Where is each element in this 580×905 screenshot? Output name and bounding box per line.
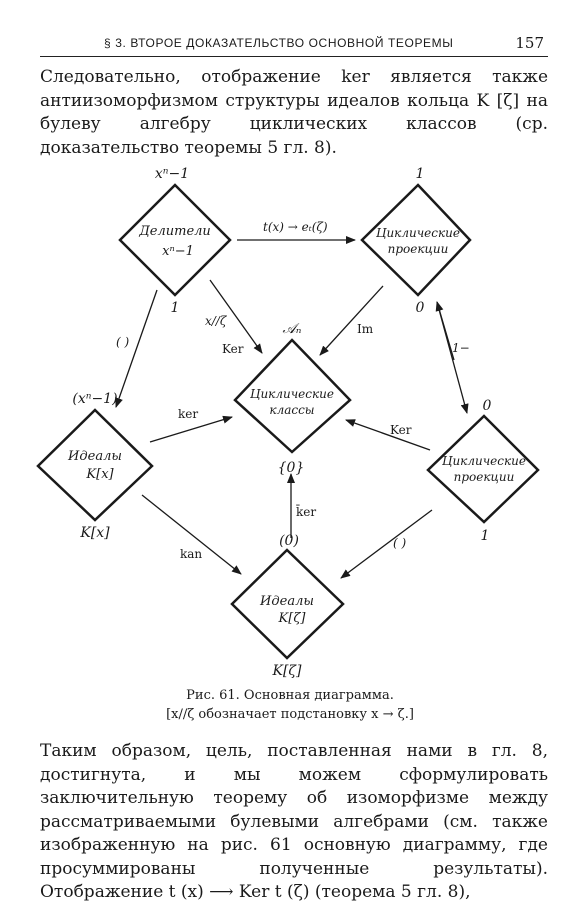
node-ideals-x-line1: Идеалы — [67, 449, 122, 464]
edge-label-t-to-e: t(x) → eₜ(ζ) — [263, 220, 328, 234]
node-ideals-zeta-line1: Идеалы — [259, 594, 314, 609]
node-divisors-line1: Делители — [138, 224, 211, 239]
node-projections-right-line1: Циклические — [442, 454, 526, 468]
node-projections-right-diamond — [426, 414, 540, 524]
arrow-divisors-classes — [209, 279, 263, 354]
node-divisors-top-label: xⁿ−1 — [155, 166, 189, 182]
node-classes-line1: Циклические — [250, 387, 334, 401]
running-title: § 3. ВТОРОЕ ДОКАЗАТЕЛЬСТВО ОСНОВНОЙ ТЕОР… — [104, 36, 454, 50]
node-ideals-x-diamond — [36, 408, 154, 522]
arrow-divisors-ideals — [115, 289, 158, 408]
node-ideals-x-bottom-label: K[x] — [79, 525, 110, 541]
figure-caption-title: Рис. 61. Основная диаграмма. — [186, 688, 394, 703]
node-projections-top-line1: Циклические — [376, 226, 460, 240]
edge-label-Im: Im — [357, 322, 374, 336]
running-header: § 3. ВТОРОЕ ДОКАЗАТЕЛЬСТВО ОСНОВНОЙ ТЕОР… — [40, 34, 548, 57]
edge-label-substitution: x//ζ — [205, 314, 228, 328]
edge-label-Ker-right: Ker — [390, 423, 412, 437]
arrow-projections-right-ideals — [340, 509, 433, 579]
node-ideals-zeta-line2: K[ζ] — [278, 611, 307, 626]
node-projections-top-line2: проекции — [388, 242, 449, 256]
page-number: 157 — [515, 34, 544, 52]
main-diagram: Делители xⁿ−1 Циклические проекции Цикли… — [36, 166, 540, 679]
paragraph-top: Следовательно, отображение ker является … — [40, 67, 548, 158]
node-ideals-x-line2: K[x] — [85, 467, 114, 482]
node-projections-top-diamond — [360, 183, 472, 297]
node-ideals-zeta-top-label: (0) — [279, 533, 299, 549]
node-ideals-zeta-bottom-label: K[ζ] — [272, 663, 303, 679]
figure-caption-note: [x//ζ обозначает подстановку x → ζ.] — [166, 707, 414, 722]
node-ideals-zeta-diamond — [230, 548, 345, 660]
arrow-complement-down — [436, 301, 469, 414]
node-classes-top-label: 𝒜ₙ — [283, 321, 302, 337]
node-projections-right-bottom-label: 1 — [481, 528, 490, 544]
edge-label-Ker-top: Ker — [222, 342, 244, 356]
node-projections-top-bottom-label: 0 — [416, 300, 425, 316]
node-divisors-diamond — [118, 183, 232, 297]
node-projections-right-top-label: 0 — [483, 398, 492, 414]
edge-label-parens-right: ( ) — [393, 536, 406, 550]
edge-label-parens-left: ( ) — [116, 335, 129, 349]
node-divisors-bottom-label: 1 — [171, 300, 180, 316]
node-classes-bottom-label: {0} — [278, 460, 305, 476]
edge-label-kbar: k̄er — [296, 503, 316, 519]
arrow-ideals-classes — [149, 415, 233, 443]
node-classes-diamond — [233, 338, 352, 454]
edge-label-complement: 1− — [452, 341, 470, 355]
arrow-projections-classes — [319, 285, 384, 356]
node-divisors-line2: xⁿ−1 — [162, 244, 194, 259]
paragraph-bottom: Таким образом, цель, поставленная нами в… — [40, 741, 548, 902]
arrow-projections-right-classes — [345, 419, 431, 451]
node-ideals-x-top-label: (xⁿ−1) — [72, 391, 117, 407]
node-projections-right-line2: проекции — [454, 470, 515, 484]
node-projections-top-top-label: 1 — [416, 166, 425, 182]
node-classes-line2: классы — [269, 403, 314, 417]
arrow-ideals-kan — [141, 494, 242, 575]
edge-label-ker-left: ker — [178, 407, 198, 421]
edge-label-kan: kan — [180, 547, 202, 561]
